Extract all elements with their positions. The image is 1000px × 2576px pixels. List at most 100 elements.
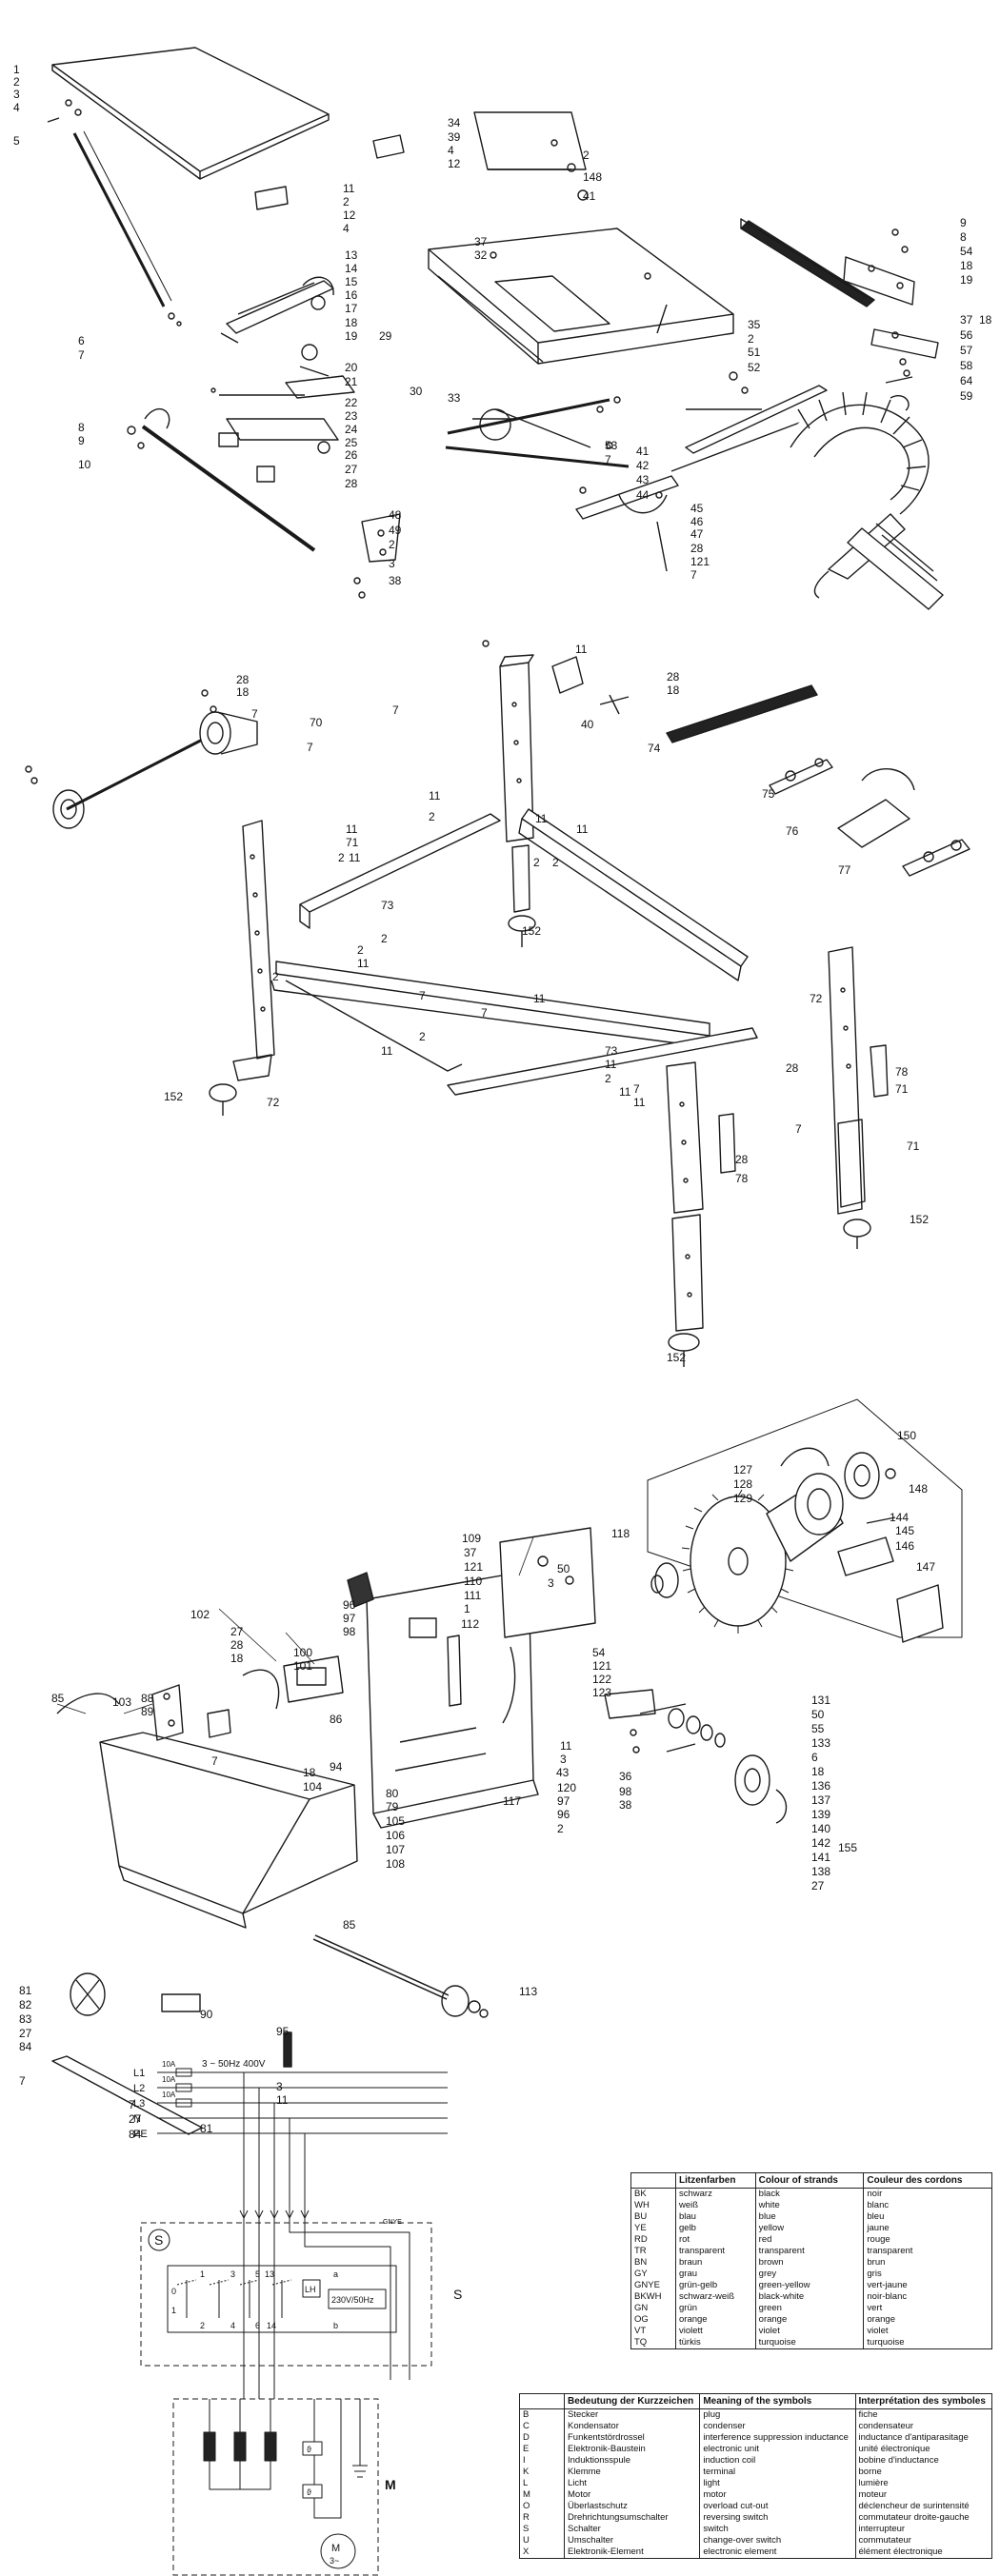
switch-side-label: S — [453, 2287, 462, 2302]
callout-middle-24: 7 — [419, 989, 426, 1002]
colours-table-cell: violet — [755, 2326, 865, 2337]
callout-middle-39: 11 — [619, 1085, 631, 1099]
callout-middle-12: 77 — [838, 863, 851, 877]
colours-table-cell: noir-blanc — [867, 2291, 908, 2302]
callout-middle-41: 71 — [907, 1139, 920, 1153]
callout-middle-10: 75 — [762, 787, 775, 801]
callout-bottom-69: 104 — [303, 1780, 322, 1793]
callout-bottom-67: 7 — [211, 1754, 218, 1768]
callout-top-37: 148 — [583, 170, 602, 184]
callout-bottom-36: 6 — [811, 1751, 818, 1764]
callout-bottom-39: 137 — [811, 1793, 830, 1807]
colours-table-cell: turquoise — [755, 2337, 865, 2348]
symbols-table-cell: Überlastschutz — [564, 2501, 701, 2512]
colours-table-cell: GN — [631, 2303, 676, 2314]
callout-middle-48: 152 — [667, 1351, 686, 1364]
callout-middle-5: 7 — [392, 703, 399, 717]
motor-block-label: M — [385, 2477, 396, 2492]
callout-middle-47: 152 — [910, 1213, 929, 1226]
callout-bottom-56: 106 — [386, 1829, 405, 1842]
coil-rating: 230V/50Hz — [331, 2295, 374, 2305]
callout-bottom-1: 127 — [733, 1463, 752, 1476]
symbols-table-cell: Motor — [564, 2489, 701, 2501]
callout-top-45: 52 — [748, 361, 761, 374]
symbols-table-cell: condensateur — [858, 2421, 914, 2431]
callout-bottom-38: 136 — [811, 1779, 830, 1793]
symbols-table-cell: terminal — [699, 2467, 856, 2478]
symbols-table-cell: change-over switch — [699, 2535, 856, 2546]
thermal-1: ϑ — [307, 2445, 311, 2454]
callout-top-32: 34 — [448, 116, 461, 129]
symbols-table-cell: overload cut-out — [699, 2501, 856, 2512]
callout-top-5: 6 — [78, 334, 85, 347]
callout-bottom-54: 79 — [386, 1800, 399, 1813]
extension-table-group — [47, 47, 330, 327]
callout-bottom-83: 11 — [276, 2093, 289, 2107]
callout-top-68: 37 — [960, 313, 973, 327]
colours-header-de: Litzenfarben — [675, 2173, 756, 2189]
callout-top-35: 12 — [448, 157, 461, 170]
callout-top-48: 41 — [636, 445, 650, 458]
callout-middle-3: 7 — [307, 741, 313, 754]
callout-bottom-81: 95 — [276, 2025, 290, 2038]
symbols-table-cell: condenser — [699, 2421, 856, 2432]
motor-phase: 3~ — [330, 2556, 339, 2566]
colours-table-cell: violett — [675, 2326, 756, 2337]
callout-top-13: 4 — [343, 222, 350, 235]
colours-header-code — [631, 2173, 676, 2189]
callouts-bottom: 1501271281291481441451461471185031093712… — [19, 1429, 935, 2141]
callout-top-58: 48 — [389, 508, 402, 522]
symbols-table-cell: electronic element — [699, 2546, 856, 2558]
callout-top-12: 12 — [343, 208, 356, 222]
colours-table: Litzenfarben Colour of strands Couleur d… — [630, 2172, 992, 2349]
callout-top-14: 13 — [345, 248, 358, 262]
callout-middle-6: 40 — [581, 718, 594, 731]
callout-top-43: 2 — [748, 332, 754, 346]
colours-table-cell: black — [755, 2188, 865, 2200]
callout-top-63: 9 — [960, 216, 967, 229]
callout-top-38: 41 — [583, 189, 596, 203]
callout-top-47: 7 — [605, 453, 611, 466]
thermal-2: ϑ — [307, 2487, 311, 2497]
colours-table-cell: grau — [675, 2269, 756, 2280]
symbols-header-fr: Interprétation des symboles — [855, 2394, 991, 2409]
colours-table-cell: brown — [755, 2257, 865, 2269]
symbols-table-cell: commutateur droite-gauche — [858, 2512, 970, 2523]
callout-middle-8: 18 — [667, 684, 680, 697]
terminal-6: 6 — [255, 2321, 260, 2330]
callout-bottom-19: 96 — [343, 1598, 356, 1612]
line-pe: PE — [133, 2129, 148, 2140]
callout-top-17: 16 — [345, 288, 358, 302]
callout-middle-40: 7 — [795, 1122, 802, 1136]
callout-middle-26: 11 — [381, 1044, 393, 1058]
symbols-table-cell: S — [520, 2524, 565, 2535]
callout-bottom-44: 138 — [811, 1865, 830, 1878]
callout-middle-33: 11 — [533, 992, 546, 1005]
colours-table-cell: gelb — [675, 2223, 756, 2234]
callout-bottom-33: 50 — [811, 1708, 825, 1721]
colours-table-cell: GY — [631, 2269, 676, 2280]
callout-top-27: 26 — [345, 448, 358, 462]
callout-top-23: 22 — [345, 396, 358, 409]
callout-top-26: 25 — [345, 436, 358, 449]
callout-top-11: 2 — [343, 195, 350, 208]
callout-top-69: 18 — [979, 313, 992, 327]
callout-bottom-60: 36 — [619, 1770, 632, 1783]
symbols-header-de: Bedeutung der Kurzzeichen — [564, 2394, 701, 2409]
callout-middle-46: 71 — [895, 1082, 909, 1096]
callout-top-41: 33 — [448, 391, 461, 405]
callout-middle-49: 7 — [633, 1082, 640, 1096]
symbols-table-cell: Schalter — [564, 2524, 701, 2535]
callout-bottom-63: 120 — [557, 1781, 576, 1794]
callout-top-54: 47 — [690, 527, 704, 541]
